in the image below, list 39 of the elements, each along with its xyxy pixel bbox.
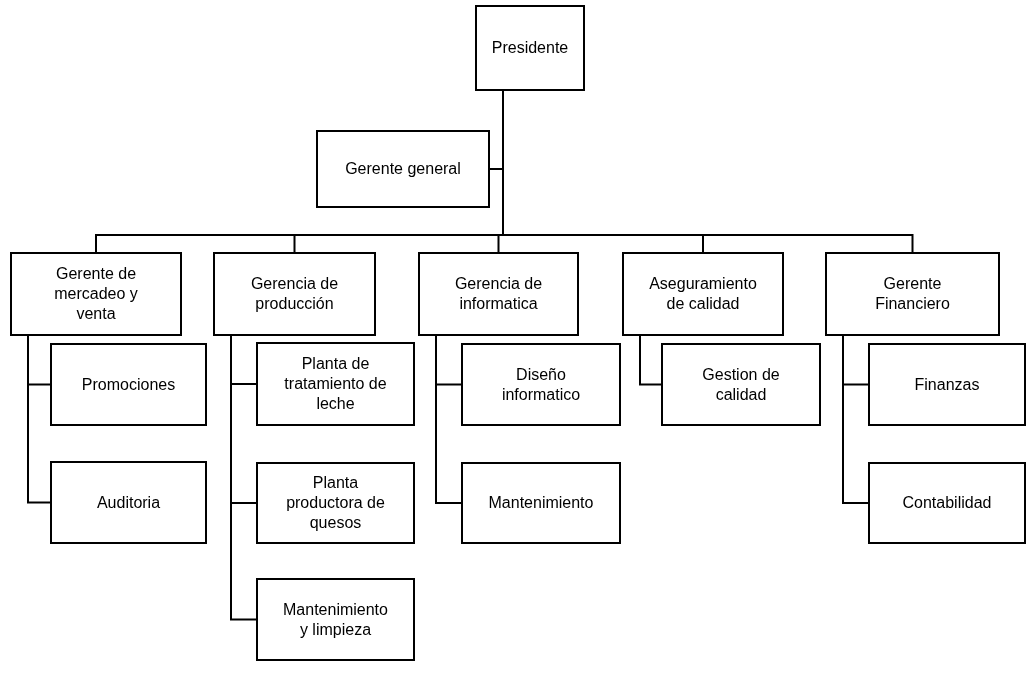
org-box (868, 343, 1026, 426)
connector-line (435, 335, 462, 504)
position-title: Promociones (81, 374, 176, 395)
org-box (50, 461, 207, 544)
position-title: Gerente general (345, 159, 461, 179)
position-title: Mantenimiento y limpieza (282, 599, 389, 640)
position-title: Aseguramiento de calidad (648, 274, 758, 314)
position-title: Presidente (491, 38, 569, 58)
connector-line (842, 335, 869, 504)
org-box (50, 343, 207, 426)
position-title: Mantenimiento (488, 493, 594, 513)
position-title: Gerencia de informatica (453, 274, 544, 314)
connector-line (230, 335, 257, 621)
position-title: Planta de tratamiento de leche (283, 354, 388, 414)
position-title: Planta productora de quesos (285, 473, 386, 533)
org-box (825, 252, 1000, 336)
org-box (661, 343, 821, 426)
position-title: Diseño informatico (500, 364, 582, 405)
position-title: Gerente de mercadeo y venta (53, 264, 139, 324)
position-title: Contabilidad (902, 493, 992, 513)
org-box (622, 252, 784, 336)
org-box (418, 252, 579, 336)
org-box (256, 342, 415, 426)
org-box (316, 130, 490, 208)
org-box (256, 578, 415, 661)
connector-line (639, 335, 662, 386)
org-box (461, 343, 621, 426)
org-box (461, 462, 621, 544)
org-box (256, 462, 415, 544)
position-title: Finanzas (914, 374, 980, 395)
position-title: Gerencia de producción (249, 274, 340, 314)
connector-line (27, 335, 51, 504)
org-box (10, 252, 182, 336)
org-box (475, 5, 585, 91)
position-title: Auditoria (96, 492, 161, 513)
position-title: Gestion de calidad (701, 364, 781, 405)
position-title: Gerente Financiero (874, 274, 951, 314)
org-box (213, 252, 376, 336)
org-box (868, 462, 1026, 544)
